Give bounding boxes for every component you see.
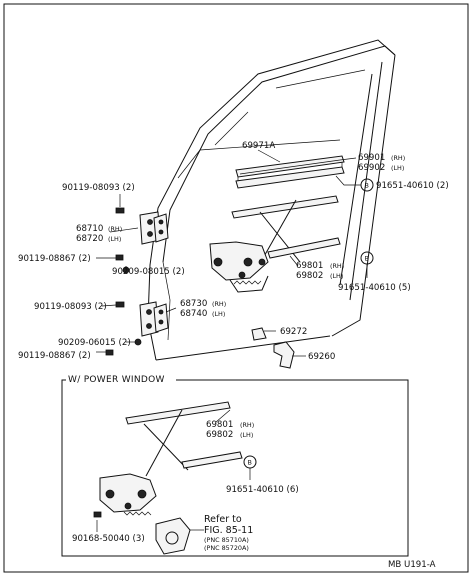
- inset-ref-line1: Refer to: [204, 514, 242, 525]
- handle-base-part: [251, 327, 267, 341]
- inset-label-nut: 91651-40610 (6): [226, 485, 299, 495]
- label-run-lh-tag: (LH): [391, 164, 404, 172]
- label-regulator-lh-tag: (LH): [330, 272, 343, 280]
- label-regulator-rh: 69801: [296, 261, 323, 271]
- label-nut-b-lower: 91651-40610 (5): [338, 283, 411, 293]
- label-run-lh: 69902: [358, 163, 385, 173]
- label-run-rh: 69901: [358, 153, 385, 163]
- figure-code: MB U191-A: [388, 560, 436, 570]
- label-hinge-lower-rh-tag: (RH): [212, 300, 226, 308]
- label-bolt-upper: 90119-08093 (2): [62, 183, 135, 193]
- label-washer-upper: 90209-08015 (2): [112, 267, 185, 277]
- b-marker-inset: B: [248, 459, 252, 467]
- label-run-rh-tag: (RH): [391, 154, 405, 162]
- lower-hinge: [105, 301, 169, 356]
- inset-border: [61, 379, 409, 557]
- label-check: 69260: [308, 352, 335, 362]
- label-hinge-lower-rh: 68730: [180, 299, 207, 309]
- manual-window-regulator: [209, 195, 341, 293]
- label-hinge-lower-lh-tag: (LH): [212, 310, 225, 318]
- label-handle-base: 69272: [280, 327, 307, 337]
- inset-ref-line2: FIG. 85-11: [204, 525, 253, 536]
- power-window-inset: W/ POWER WINDOW 69801 (RH) 69802 (LH) 91…: [61, 371, 409, 557]
- label-hinge-lower-lh: 68740: [180, 309, 207, 319]
- label-hinge-upper-rh-tag: (RH): [108, 225, 122, 233]
- b-marker-upper: B: [365, 182, 369, 190]
- inset-label-reg-lh: 69802: [206, 430, 233, 440]
- b-marker-lower: B: [365, 255, 369, 263]
- label-bolt-lower2: 90119-08867 (2): [18, 351, 91, 361]
- label-hinge-upper-rh: 68710: [76, 224, 103, 234]
- label-regulator-lh: 69802: [296, 271, 323, 281]
- label-glass-channel: 69971A: [242, 141, 275, 151]
- upper-hinge: [115, 207, 169, 274]
- inset-label-reg-lh-tag: (LH): [240, 431, 253, 439]
- inset-title: W/ POWER WINDOW: [68, 375, 165, 385]
- label-hinge-upper-lh: 68720: [76, 234, 103, 244]
- door-check-part: [273, 341, 295, 369]
- label-washer-lower: 90209-06015 (2): [58, 338, 131, 348]
- inset-ref-line4: (PNC 85720A): [204, 544, 249, 552]
- inset-label-reg-rh-tag: (RH): [240, 421, 254, 429]
- inset-label-bolt: 90168-50040 (3): [72, 534, 145, 544]
- glass-run-channel: [235, 155, 345, 189]
- label-hinge-upper-lh-tag: (LH): [108, 235, 121, 243]
- inset-label-reg-rh: 69801: [206, 420, 233, 430]
- label-nut-b-upper: 91651-40610 (2): [376, 181, 449, 191]
- leader-lines: [96, 149, 368, 357]
- inset-ref-line3: (PNC 85710A): [204, 536, 249, 544]
- label-regulator-rh-tag: (RH): [330, 262, 344, 270]
- label-bolt-upper2: 90119-08867 (2): [18, 254, 91, 264]
- label-bolt-lower: 90119-08093 (2): [34, 302, 107, 312]
- page-border: [3, 3, 469, 573]
